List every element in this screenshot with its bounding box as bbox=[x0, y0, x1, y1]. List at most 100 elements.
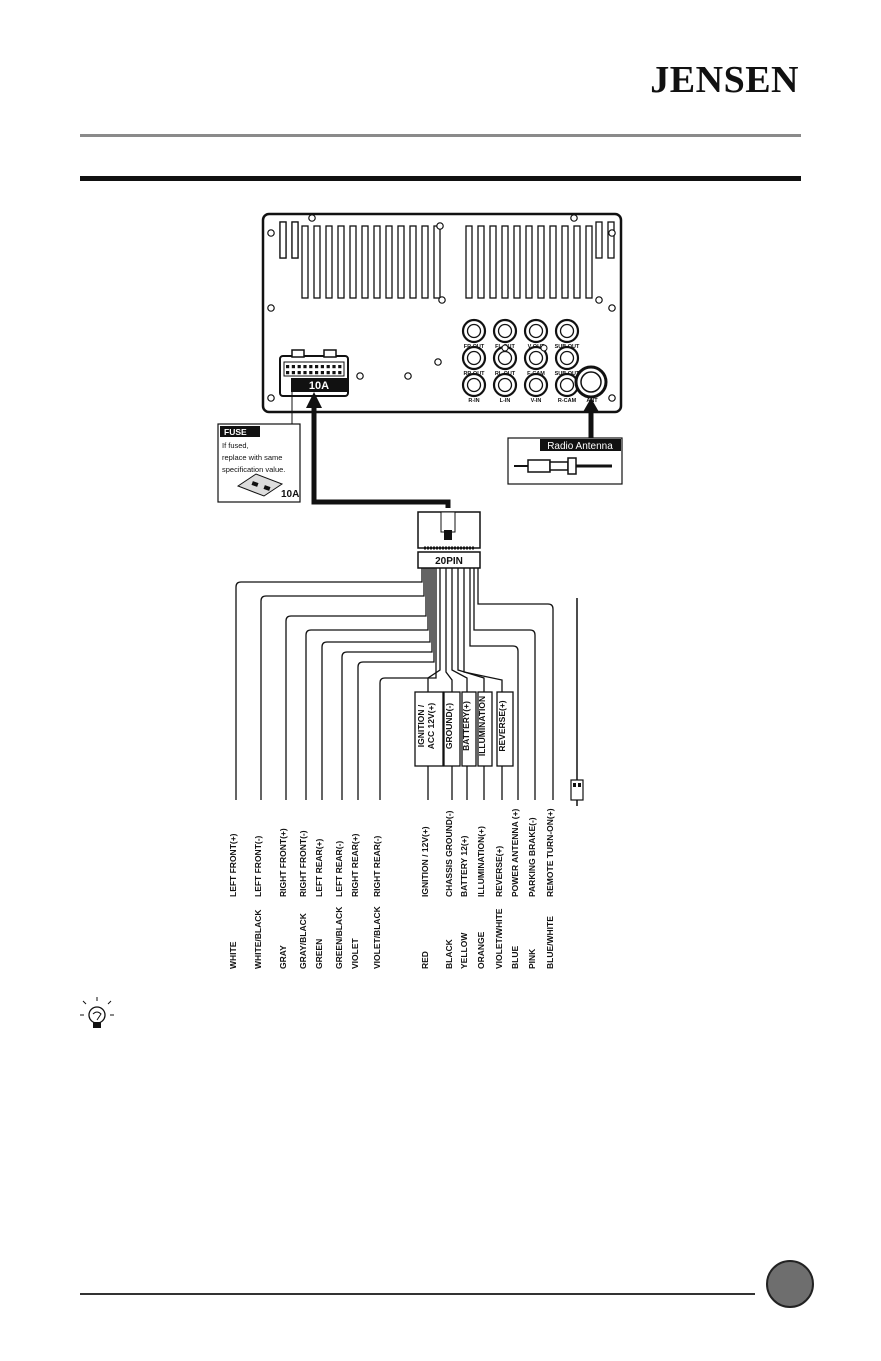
mounting-hole bbox=[267, 229, 275, 237]
header-rule-thin bbox=[80, 134, 801, 137]
socket-fuse-label: 10A bbox=[309, 380, 329, 392]
socket-pin bbox=[320, 371, 324, 375]
page-number-badge bbox=[766, 1260, 814, 1308]
header-rule-thick bbox=[80, 176, 801, 181]
vent-slot bbox=[489, 225, 497, 299]
socket-pin bbox=[338, 371, 342, 375]
wire-label: ILLUMINATION(+)ORANGE bbox=[476, 826, 486, 969]
wire-color-label: VIOLET/WHITE bbox=[494, 908, 504, 969]
socket-pin bbox=[309, 371, 313, 375]
wire-group-label: IGNITION / bbox=[416, 704, 426, 747]
rca-jack: FR OUT bbox=[461, 318, 487, 350]
wire-group-box: GROUND(-) bbox=[443, 691, 461, 767]
wire-function-label: REVERSE(+) bbox=[494, 846, 504, 897]
vent-slots-left bbox=[279, 221, 441, 299]
socket-pin bbox=[315, 371, 319, 375]
head-unit-back-panel: 10A FR OUTFL OUTV OUTSUB OUTRR OUTRL OUT… bbox=[261, 212, 623, 414]
socket-pin bbox=[315, 365, 319, 369]
mounting-hole bbox=[308, 214, 316, 222]
socket-pin bbox=[326, 365, 330, 369]
mounting-hole bbox=[436, 222, 444, 230]
fuse-box-line-2: replace with same bbox=[222, 453, 282, 462]
vent-slot bbox=[397, 225, 405, 299]
wire-color-label: BLUE/WHITE bbox=[545, 916, 555, 969]
fuse-info-box: FUSE If fused, replace with same specifi… bbox=[217, 423, 301, 503]
radio-antenna-box: Radio Antenna bbox=[507, 437, 623, 485]
wire-color-label: BLUE bbox=[510, 946, 520, 969]
antenna-plug-icon bbox=[514, 457, 612, 475]
wire-color-label: PINK bbox=[527, 948, 537, 969]
rca-jack: R-CAM bbox=[554, 372, 580, 404]
rca-jack: V-IN bbox=[523, 372, 549, 404]
vent-slot bbox=[313, 225, 321, 299]
harness-socket: 10A bbox=[279, 349, 349, 397]
wire-label: RIGHT FRONT(+)GRAY bbox=[278, 828, 288, 969]
socket-pin bbox=[291, 365, 295, 369]
vent-slot bbox=[573, 225, 581, 299]
mounting-hole bbox=[434, 358, 442, 366]
wire-function-label: IGNITION / 12V(+) bbox=[420, 826, 430, 897]
vent-slot bbox=[385, 225, 393, 299]
mounting-hole bbox=[608, 229, 616, 237]
socket-pin bbox=[303, 365, 307, 369]
wire-label: REMOTE TURN-ON(+)BLUE/WHITE bbox=[545, 808, 555, 969]
socket-pin bbox=[297, 371, 301, 375]
socket-pin bbox=[332, 371, 336, 375]
wire-color-label: ORANGE bbox=[476, 931, 486, 969]
wire-color-label: VIOLET bbox=[350, 937, 360, 969]
rca-jack-label: V-IN bbox=[531, 398, 542, 404]
wire-color-label: BLACK bbox=[444, 938, 454, 969]
socket-pin bbox=[320, 365, 324, 369]
fuse-box-line-1: If fused, bbox=[222, 441, 249, 450]
wire-function-label: RIGHT REAR(+) bbox=[350, 833, 360, 897]
vent-slot bbox=[349, 225, 357, 299]
wire-function-label: LEFT REAR(-) bbox=[334, 841, 344, 897]
vent-slot bbox=[537, 225, 545, 299]
socket-pin bbox=[303, 371, 307, 375]
wire-function-label: RIGHT REAR(-) bbox=[372, 835, 382, 897]
antenna-jack: ANT bbox=[574, 365, 608, 404]
harness-connector: 20PIN bbox=[417, 511, 481, 569]
socket-pin bbox=[286, 371, 290, 375]
wire-label: LEFT FRONT(-)WHITE/BLACK bbox=[253, 835, 263, 969]
rca-jack-label: L-IN bbox=[500, 398, 511, 404]
footer-rule bbox=[80, 1293, 755, 1295]
vent-slot bbox=[361, 225, 369, 299]
mounting-hole bbox=[267, 394, 275, 402]
vent-slot bbox=[477, 225, 485, 299]
mounting-hole bbox=[267, 304, 275, 312]
wire-line bbox=[260, 568, 425, 800]
wire-line bbox=[473, 568, 536, 800]
rca-jack: RR OUT bbox=[461, 345, 487, 377]
vent-slot bbox=[409, 225, 417, 299]
vent-slot bbox=[325, 225, 333, 299]
wire-function-label: LEFT REAR(+) bbox=[314, 839, 324, 897]
rca-jack-grid: FR OUTFL OUTV OUTSUB OUTRR OUTRL OUTF-CA… bbox=[461, 318, 580, 404]
wire-label: REVERSE(+) VIOLET/WHITE bbox=[494, 846, 504, 969]
extension-plug bbox=[570, 598, 584, 806]
socket-pin bbox=[291, 371, 295, 375]
vent-slot bbox=[337, 225, 345, 299]
socket-pin bbox=[297, 365, 301, 369]
wire-function-label: LEFT FRONT(+) bbox=[228, 833, 238, 897]
wire-color-label: GRAY bbox=[278, 945, 288, 969]
wire-function-label: CHASSIS GROUND(-) bbox=[444, 810, 454, 897]
rca-jack-label: R-IN bbox=[468, 398, 479, 404]
wire-label: IGNITION / 12V(+) RED bbox=[420, 826, 430, 969]
wire-color-label: YELLOW bbox=[459, 932, 469, 969]
fuse-rating-label: 10A bbox=[281, 489, 299, 500]
wire-color-label: GRAY/BLACK bbox=[298, 912, 308, 969]
wire-color-label: RED bbox=[420, 951, 430, 969]
wire-label: PARKING BRAKE(-)PINK bbox=[527, 817, 537, 969]
vent-slot bbox=[501, 225, 509, 299]
vent-slot bbox=[513, 225, 521, 299]
blade-fuse-icon bbox=[236, 473, 284, 497]
wire-line bbox=[341, 568, 433, 800]
wire-function-label: LEFT FRONT(-) bbox=[253, 835, 263, 897]
wire-label: CHASSIS GROUND(-) BLACK bbox=[444, 810, 454, 969]
socket-pin bbox=[286, 365, 290, 369]
wire-line bbox=[285, 568, 427, 800]
wire-label: LEFT REAR(-) GREEN/BLACK bbox=[334, 841, 344, 969]
wire-color-label: GREEN/BLACK bbox=[334, 906, 344, 969]
